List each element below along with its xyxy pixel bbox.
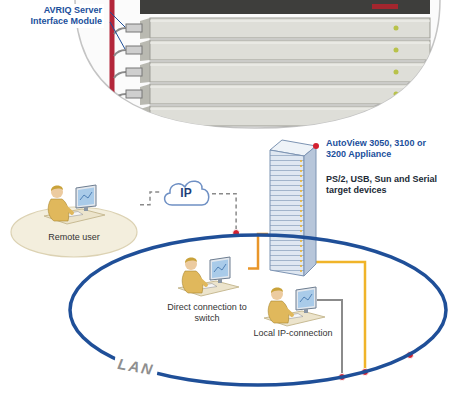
server-stack [150,65,430,66]
server-stack [126,46,142,54]
lan-cables [317,300,342,377]
server-stack [150,87,430,88]
node-text: Direct connection to switch [166,302,248,324]
server-stack [112,0,430,130]
node-text: Remote user [8,232,140,243]
person-figure [44,185,105,224]
network-link [212,194,236,232]
tower-figure [270,140,319,276]
server-stack [372,4,398,9]
network-link [140,192,160,205]
server-stack [150,18,430,38]
server-stack [150,21,430,22]
appliance-tower: AutoView 3050, 3100 or 3200 AppliancePS/… [268,136,318,276]
workstation: Direct connection to switch [166,248,248,327]
workstation: Local IP-connection [248,282,338,342]
server-stack [150,62,430,82]
lan-ring: LAN Direct connection to switchLocal IP-c… [66,232,450,388]
lan-cables [316,262,414,381]
server-stack [394,92,399,97]
server-stack [114,94,126,100]
server-stack [150,109,430,110]
server-stack [394,70,399,75]
node-text: IP [160,186,212,200]
server-stack [150,43,430,44]
node-text: Local IP-connection [248,328,338,339]
part-label: AVRIQ Server Interface Module [6,4,104,28]
server-stack [150,106,430,126]
ring-figure [70,235,446,385]
leader-line [110,22,125,49]
leader-line [110,12,125,27]
node-outline [8,168,140,260]
network-link [248,234,268,269]
server-stack [394,48,399,53]
server-stack [140,0,430,14]
ip-cloud: IP [160,175,212,209]
server-stack [110,0,115,130]
server-stack [114,50,126,56]
person-figure [178,257,239,296]
zoom-inset [75,0,440,128]
server-stack [150,40,430,60]
server-stack [140,106,150,127]
server-stack [394,26,399,31]
node-text: AutoView 3050, 3100 or 3200 Appliance [326,138,444,160]
server-stack [150,84,430,104]
zoom-inset [75,0,440,130]
server-stack [126,68,142,76]
node-outline [166,248,248,308]
person-figure [264,287,325,326]
server-stack [126,24,142,32]
server-stack [114,72,126,78]
node-text: LAN [113,354,159,378]
remote-user-platform: Remote user [8,168,140,260]
node-text: PS/2, USB, Sun and Serial target devices [326,174,444,196]
server-stack [126,90,142,98]
node-outline [268,136,318,276]
